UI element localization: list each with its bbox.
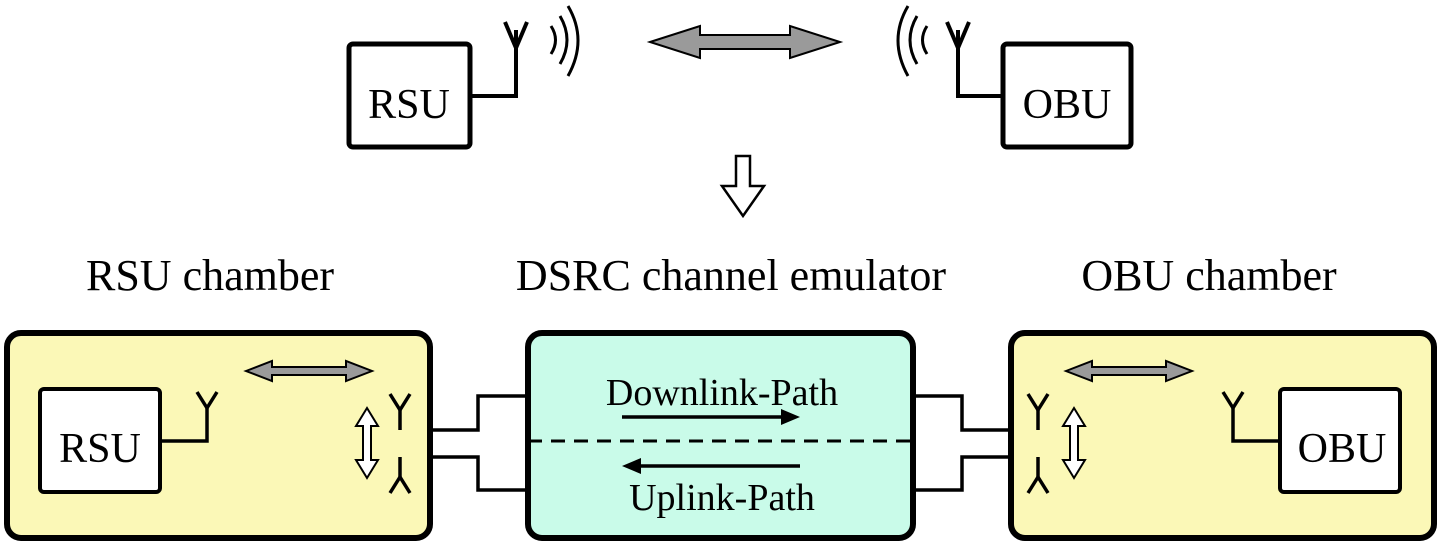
downlink-arrow-icon (781, 409, 800, 425)
rsu-chamber-title: RSU chamber (86, 251, 334, 300)
chamber-obu-antenna-icon (1221, 391, 1280, 443)
top-link-arrow-icon (646, 24, 844, 60)
downlink-label: Downlink-Path (606, 372, 838, 414)
chamber-rsu-antenna-icon (160, 391, 219, 443)
obu-chamber: OBU (1008, 330, 1437, 541)
channel-emulator: Downlink-Path Uplink-Path (525, 330, 916, 541)
obu-chamber-link-arrow-icon (1063, 359, 1195, 383)
uplink-arrow-icon (622, 458, 641, 474)
rsu-chamber-vertical-arrow-icon (354, 406, 380, 480)
emulator-title: DSRC channel emulator (516, 251, 946, 300)
obu-chamber-title: OBU chamber (1081, 251, 1337, 300)
chamber-rsu-label: RSU (59, 426, 141, 472)
top-rsu-wave-icon (549, 5, 580, 77)
top-obu-wave-icon (896, 5, 929, 77)
top-rsu-label: RSU (368, 82, 450, 128)
rsu-coupler-antenna-icon (388, 393, 412, 494)
emulator-box (525, 330, 916, 541)
chamber-obu-label: OBU (1298, 426, 1387, 472)
uplink-label: Uplink-Path (629, 477, 815, 519)
top-rsu-antenna-icon (470, 21, 529, 98)
top-section: RSU OBU (346, 5, 1134, 219)
rsu-chamber-link-arrow-icon (243, 359, 375, 383)
top-obu-label: OBU (1023, 82, 1112, 128)
rsu-chamber: RSU (4, 330, 433, 541)
wiring (400, 394, 1038, 492)
obu-coupler-antenna-icon (1026, 393, 1050, 494)
chamber-obu-box (1278, 387, 1402, 494)
top-obu-box (1000, 41, 1134, 150)
obu-chamber-vertical-arrow-icon (1061, 406, 1087, 480)
down-arrow-icon (719, 154, 767, 219)
top-obu-antenna-icon (945, 21, 1003, 98)
